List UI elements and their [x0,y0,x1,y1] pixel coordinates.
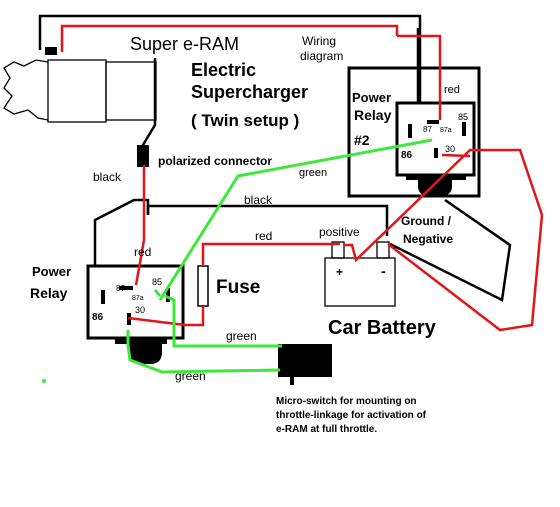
battery-minus: - [381,263,386,279]
red-fuse-top-wire [201,242,340,266]
green-dot [42,379,46,383]
relay2-number: #2 [354,132,370,148]
green-lower-wire [126,330,281,374]
red-relay2-wire [397,34,442,120]
relay1-pin87: 87 [116,284,125,293]
red-top-wire [60,24,399,52]
red-wires [60,24,544,332]
relay1-name-line1: Power [32,264,71,279]
red-relay1-label: red [134,245,151,259]
green-lower2-label: green [175,369,206,383]
relay1-pin85: 85 [152,277,162,287]
wiring-label-line2: diagram [300,49,343,63]
battery-ground-line2: Negative [403,232,453,246]
microswitch-note-line1: Micro-switch for mounting on [276,396,417,407]
battery-ground-line1: Ground / [401,214,452,228]
green-upper-wire [158,138,433,301]
red-battery-wire [344,148,544,332]
black-top-wire [38,14,422,103]
relay1-pin30: 30 [135,305,145,315]
microswitch-note-line3: e-RAM at full throttle. [276,424,377,435]
relay1-name-line2: Relay [30,285,68,301]
heading-line1: Electric [191,60,256,80]
polarized-connector [137,145,149,167]
red-mid-label: red [255,229,272,243]
green-lower1-label: green [226,329,257,343]
red-main-wire [134,165,146,286]
black-ground-wire [389,198,512,302]
heading-line2: Supercharger [191,82,308,102]
battery-label: Car Battery [328,317,437,339]
fuse [197,265,209,307]
relay2-name-line2: Relay [354,107,392,123]
red-fuse-bottom-wire [127,306,205,327]
green-relay1-85 [153,289,162,297]
polarized-connector-label: polarized connector [158,154,272,168]
heading-line3: ( Twin setup ) [191,111,299,130]
red-relay2-30 [441,153,471,158]
car-battery [324,241,396,307]
fuse-label: Fuse [216,277,260,298]
supercharger-body [3,59,157,123]
green-upper-label: green [299,167,327,179]
red-relay2-label: red [444,84,460,96]
micro-switch [278,344,332,377]
microswitch-note-line2: throttle-linkage for activation of [276,410,427,421]
green-wires [126,138,433,374]
relay1-pin86: 86 [92,312,104,323]
battery-positive-label: positive [319,225,360,239]
relay2-pin30: 30 [445,144,455,154]
wiring-label-line1: Wiring [302,34,336,48]
relay2-pin87: 87 [423,125,432,134]
relay2-name-line1: Power [352,90,391,105]
relay1-pin87a: 87a [132,295,144,302]
diagram-title: Super e-RAM [130,34,239,54]
black-left-label: black [93,170,122,184]
black-mid-wire [146,204,389,236]
battery-plus: + [336,265,343,279]
relay2-pin86: 86 [401,150,413,161]
relay2-pin85: 85 [458,112,468,122]
black-mid-label: black [244,193,273,207]
green-relay1-wire [164,294,282,348]
relay2-pin87a: 87a [440,127,452,134]
